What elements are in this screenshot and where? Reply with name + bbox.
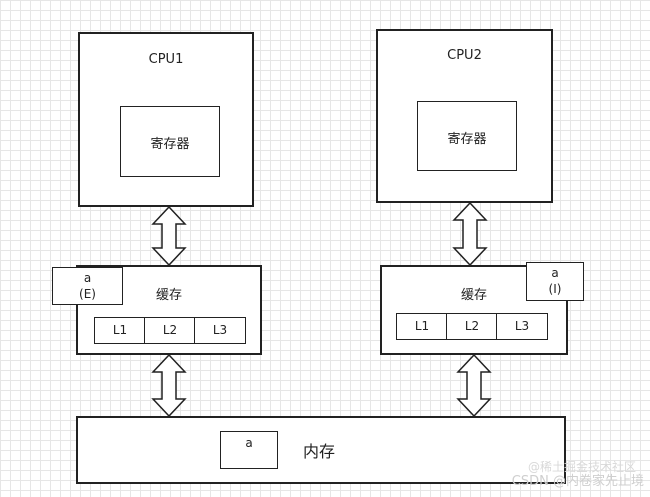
cpu1-register-box: 寄存器 — [120, 106, 220, 177]
cpu2-register-label: 寄存器 — [447, 132, 487, 147]
cache2-tag-state: (I) — [548, 282, 562, 296]
cache2-l2: L2 — [446, 313, 498, 340]
cache2-title: 缓存 — [460, 288, 487, 303]
arrow-cache2-memory — [456, 353, 492, 418]
cache1-l1: L1 — [94, 317, 146, 344]
cache1-tag-var: a — [83, 271, 92, 285]
cache2-tag: a (I) — [526, 262, 584, 301]
memory-var-box: a — [220, 431, 278, 469]
arrow-cpu1-cache1 — [151, 205, 187, 267]
watermark-top: @稀土掘金技术社区 — [527, 460, 636, 474]
cpu2-register-box: 寄存器 — [417, 101, 517, 171]
cache1-l2: L2 — [144, 317, 196, 344]
watermark: CSDN @内卷家先止境 — [511, 474, 644, 489]
arrow-cpu2-cache2 — [452, 201, 488, 267]
cache1-l3: L3 — [194, 317, 246, 344]
cache1-tag-state: (E) — [79, 287, 96, 301]
cache1-title: 缓存 — [155, 288, 182, 303]
cpu2-title: CPU2 — [447, 48, 482, 63]
arrow-cache1-memory — [151, 353, 187, 418]
cache2-tag-var: a — [551, 266, 559, 280]
memory-box: a 内存 — [76, 416, 566, 484]
memory-title: 内存 — [303, 442, 336, 461]
cache1-tag: a (E) — [52, 267, 123, 305]
cache2-l1: L1 — [396, 313, 448, 340]
cpu1-title: CPU1 — [148, 52, 184, 67]
cpu1-box: CPU1 寄存器 — [78, 32, 254, 207]
memory-var-label: a — [245, 436, 253, 450]
cache2-l3: L3 — [496, 313, 548, 340]
cpu2-box: CPU2 寄存器 — [376, 29, 553, 203]
cache1-box: 缓存 L1 L2 L3 — [76, 265, 262, 355]
cpu1-register-label: 寄存器 — [150, 137, 190, 152]
